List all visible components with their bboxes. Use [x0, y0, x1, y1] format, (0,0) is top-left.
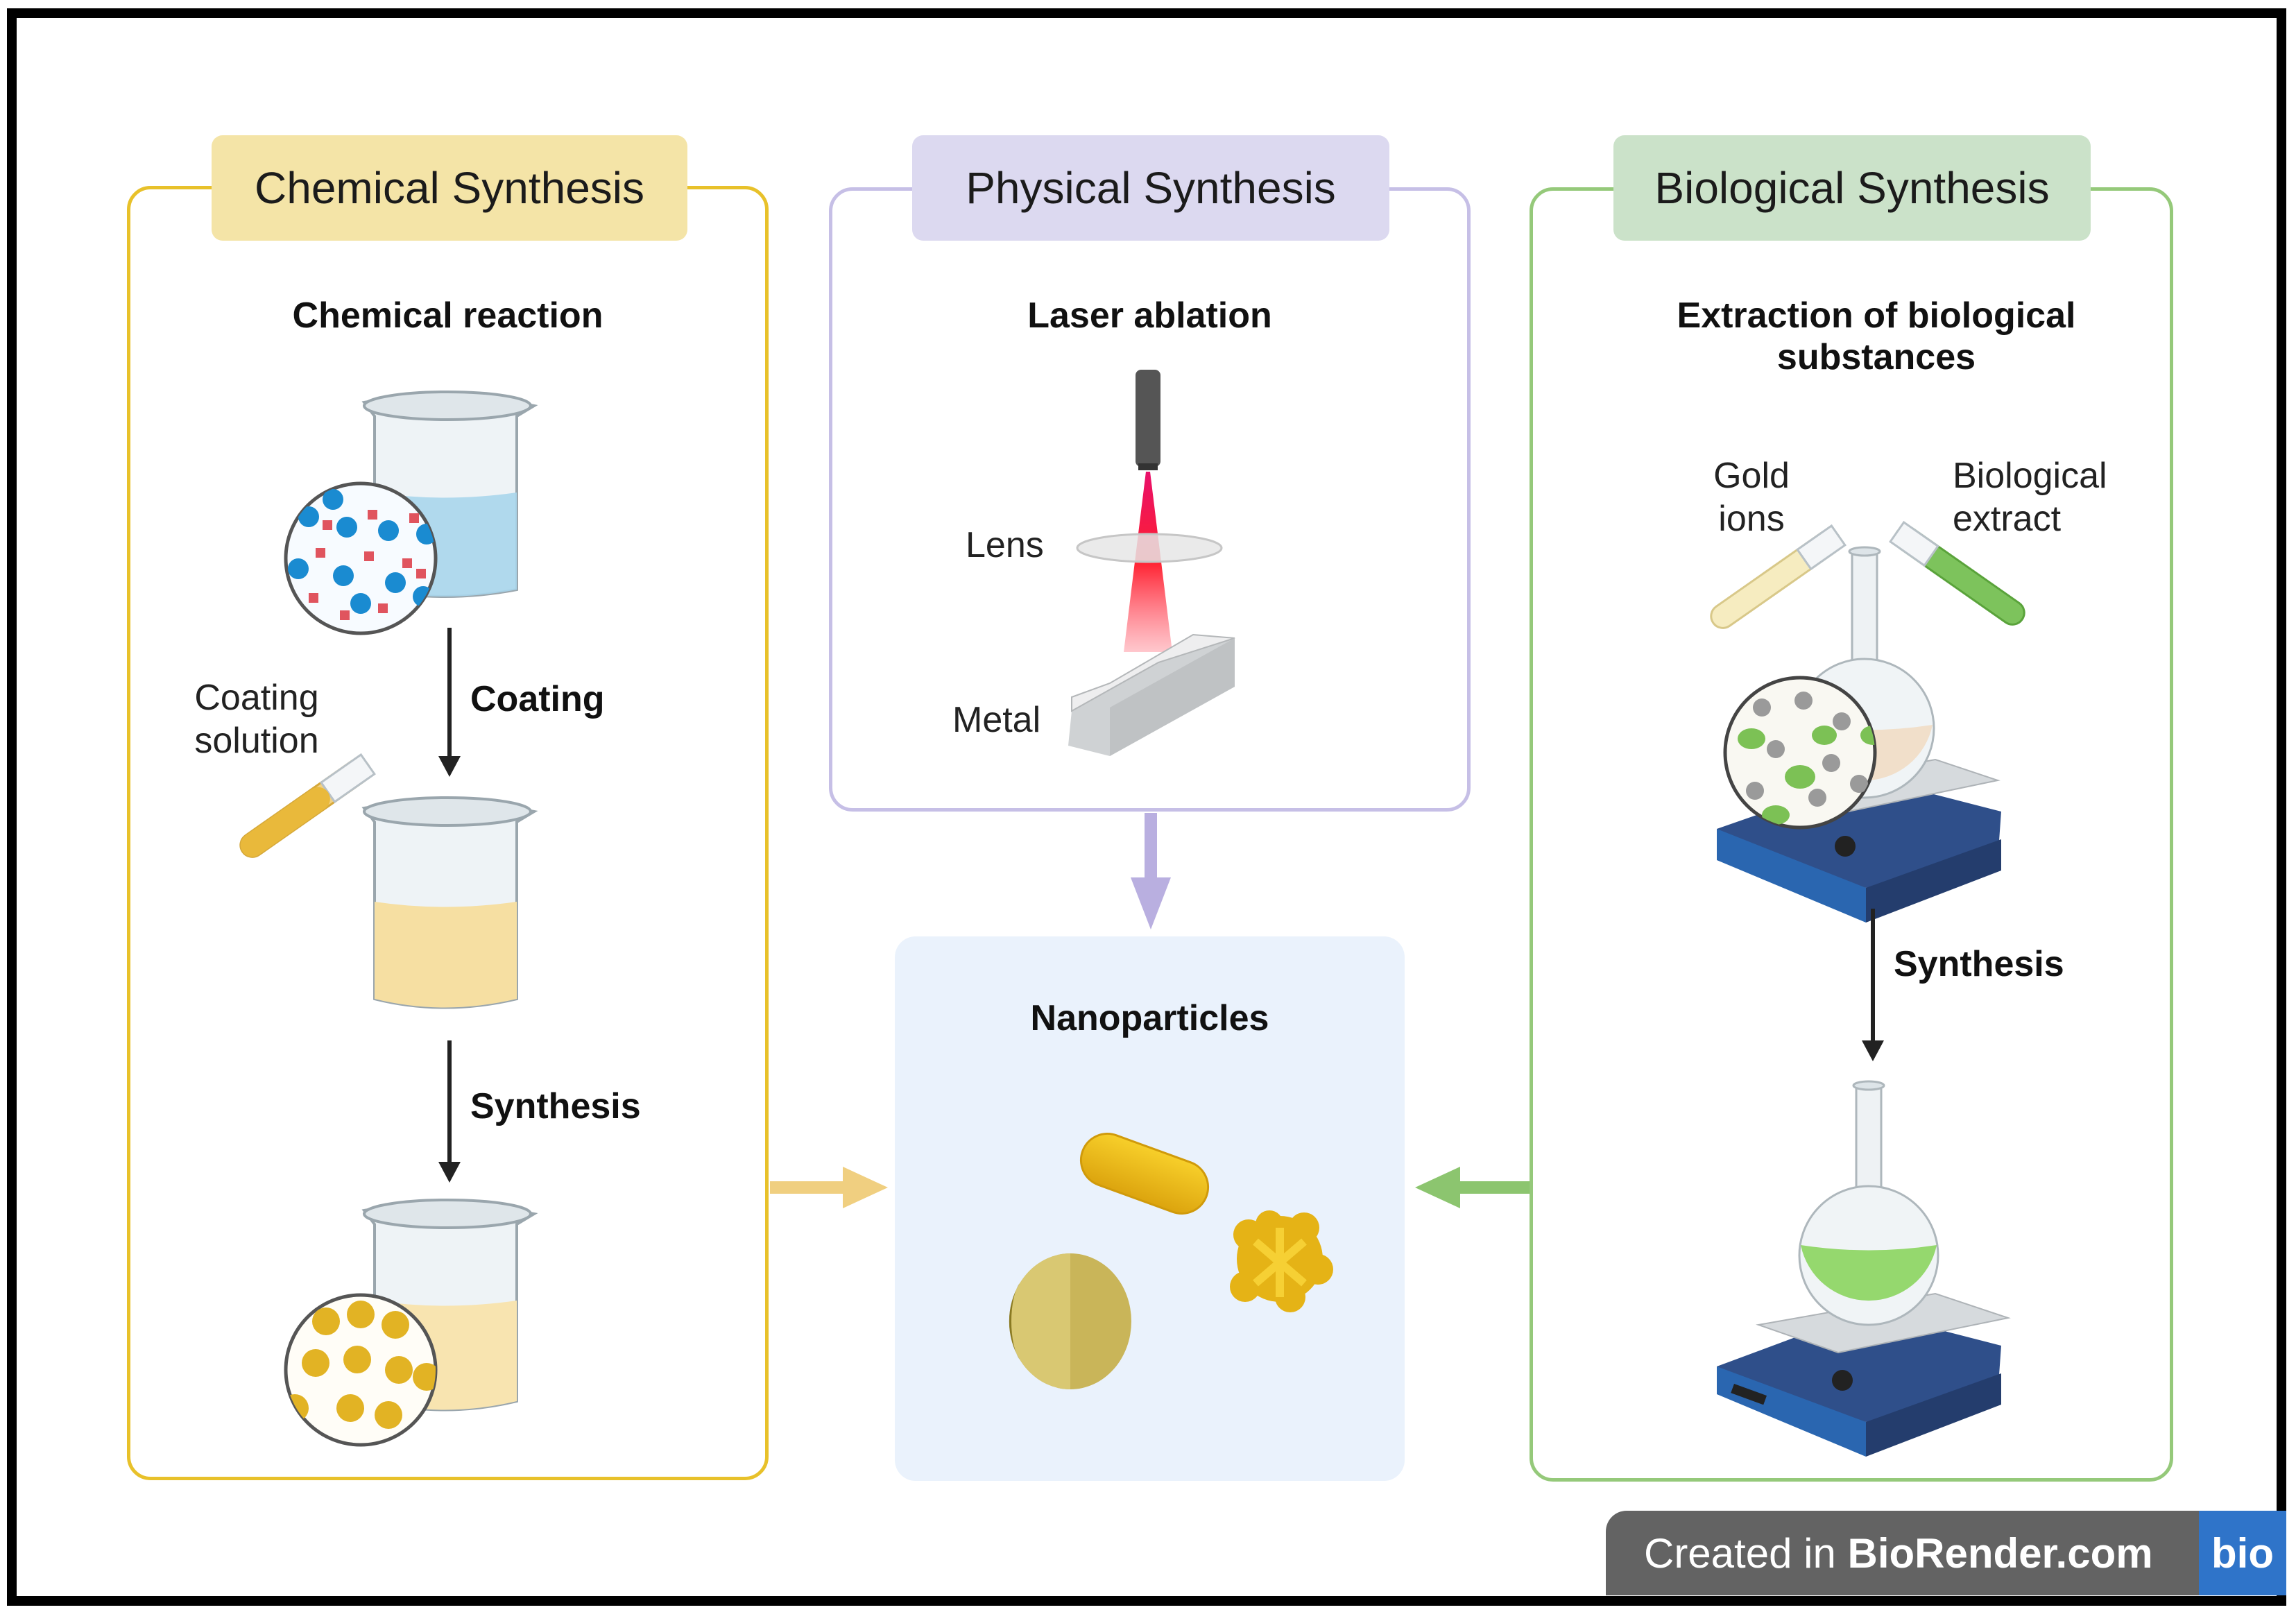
- biological-extract-line1: Biological: [1953, 456, 2107, 496]
- badge-prefix: Created in: [1644, 1529, 1848, 1577]
- extraction-heading-line1: Extraction of biological: [1677, 295, 2076, 336]
- biorender-badge[interactable]: Created in BioRender.com bio: [1606, 1511, 2286, 1595]
- physical-synthesis-title: Physical Synthesis: [912, 135, 1389, 241]
- chemical-synthesis-title: Chemical Synthesis: [212, 135, 687, 241]
- chemical-synthesis-step-label: Synthesis: [470, 1086, 641, 1126]
- gold-ions-line2: ions: [1718, 499, 1785, 539]
- coating-step-label: Coating: [470, 679, 605, 719]
- extraction-heading: Extraction of biological substances: [1530, 295, 2223, 378]
- chemical-synthesis-panel: [127, 186, 769, 1480]
- nanoparticles-heading: Nanoparticles: [1030, 998, 1269, 1038]
- extraction-heading-line2: substances: [1776, 337, 1976, 377]
- badge-text: Created in BioRender.com: [1606, 1529, 2153, 1577]
- badge-brand: BioRender.com: [1847, 1529, 2153, 1577]
- biological-synthesis-title: Biological Synthesis: [1613, 135, 2091, 241]
- lens-label: Lens: [966, 525, 1044, 565]
- coating-solution-line1: Coating: [194, 678, 319, 718]
- bio-synthesis-step-label: Synthesis: [1894, 944, 2064, 984]
- laser-ablation-heading: Laser ablation: [1027, 295, 1272, 336]
- gold-ions-line1: Gold: [1713, 456, 1790, 496]
- physical-synthesis-panel: [829, 187, 1471, 812]
- biological-synthesis-panel: [1530, 187, 2173, 1482]
- coating-solution-line2: solution: [194, 721, 319, 761]
- biorender-logo-icon: bio: [2199, 1511, 2286, 1595]
- chemical-reaction-heading: Chemical reaction: [292, 295, 603, 336]
- biological-extract-label: Biological extract: [1953, 454, 2107, 540]
- coating-solution-label: Coating solution: [184, 676, 329, 762]
- outer-frame: [7, 8, 2286, 1606]
- metal-label: Metal: [952, 700, 1041, 740]
- biological-extract-line2: extract: [1953, 499, 2062, 539]
- gold-ions-label: Gold ions: [1710, 454, 1793, 540]
